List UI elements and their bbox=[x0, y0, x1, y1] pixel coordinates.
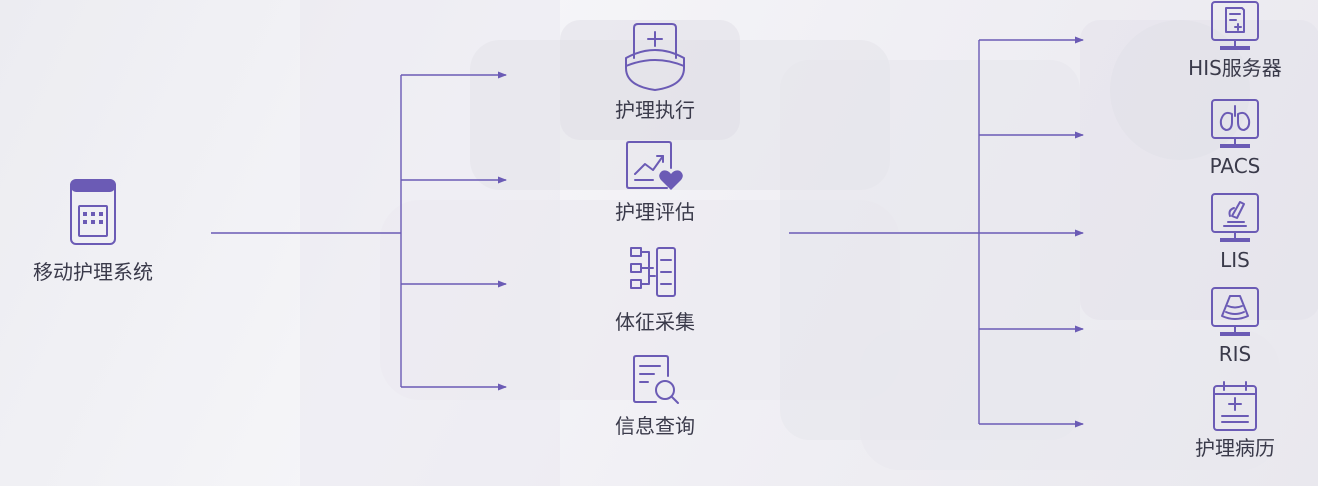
function-label-3: 体征采集 bbox=[615, 310, 695, 334]
system-label-1: HIS服务器 bbox=[1188, 56, 1282, 80]
node-nursing-record: 护理病历 bbox=[1175, 380, 1295, 460]
system-label-2: PACS bbox=[1209, 154, 1261, 178]
nurse-cap-icon bbox=[625, 23, 685, 91]
system-label-4: RIS bbox=[1218, 342, 1252, 366]
node-info-query: 信息查询 bbox=[585, 352, 725, 438]
function-label-1: 护理执行 bbox=[615, 98, 695, 122]
vital-signs-flow-icon bbox=[630, 247, 676, 297]
calendar-record-icon bbox=[1213, 381, 1257, 431]
handheld-terminal-icon bbox=[70, 179, 116, 245]
monitor-lungs-icon bbox=[1211, 99, 1259, 148]
monitor-microscope-icon bbox=[1211, 193, 1259, 242]
assessment-chart-heart-icon bbox=[626, 141, 683, 190]
node-nursing-execution: 护理执行 bbox=[585, 20, 725, 122]
system-label-3: LIS bbox=[1220, 248, 1250, 272]
function-label-4: 信息查询 bbox=[615, 414, 695, 438]
node-pacs: PACS bbox=[1175, 98, 1295, 178]
node-mobile-nursing-system: 移动护理系统 bbox=[18, 178, 168, 284]
node-lis: LIS bbox=[1175, 192, 1295, 272]
node-ris: RIS bbox=[1175, 286, 1295, 366]
function-label-2: 护理评估 bbox=[615, 200, 695, 224]
node-vital-signs-collection: 体征采集 bbox=[585, 244, 725, 334]
node-nursing-assessment: 护理评估 bbox=[585, 138, 725, 224]
monitor-ultrasound-icon bbox=[1211, 287, 1259, 336]
document-search-icon bbox=[633, 355, 679, 404]
source-label: 移动护理系统 bbox=[33, 260, 153, 284]
system-label-5: 护理病历 bbox=[1195, 436, 1275, 460]
node-his-server: HIS服务器 bbox=[1175, 0, 1295, 80]
monitor-document-icon bbox=[1211, 1, 1259, 50]
